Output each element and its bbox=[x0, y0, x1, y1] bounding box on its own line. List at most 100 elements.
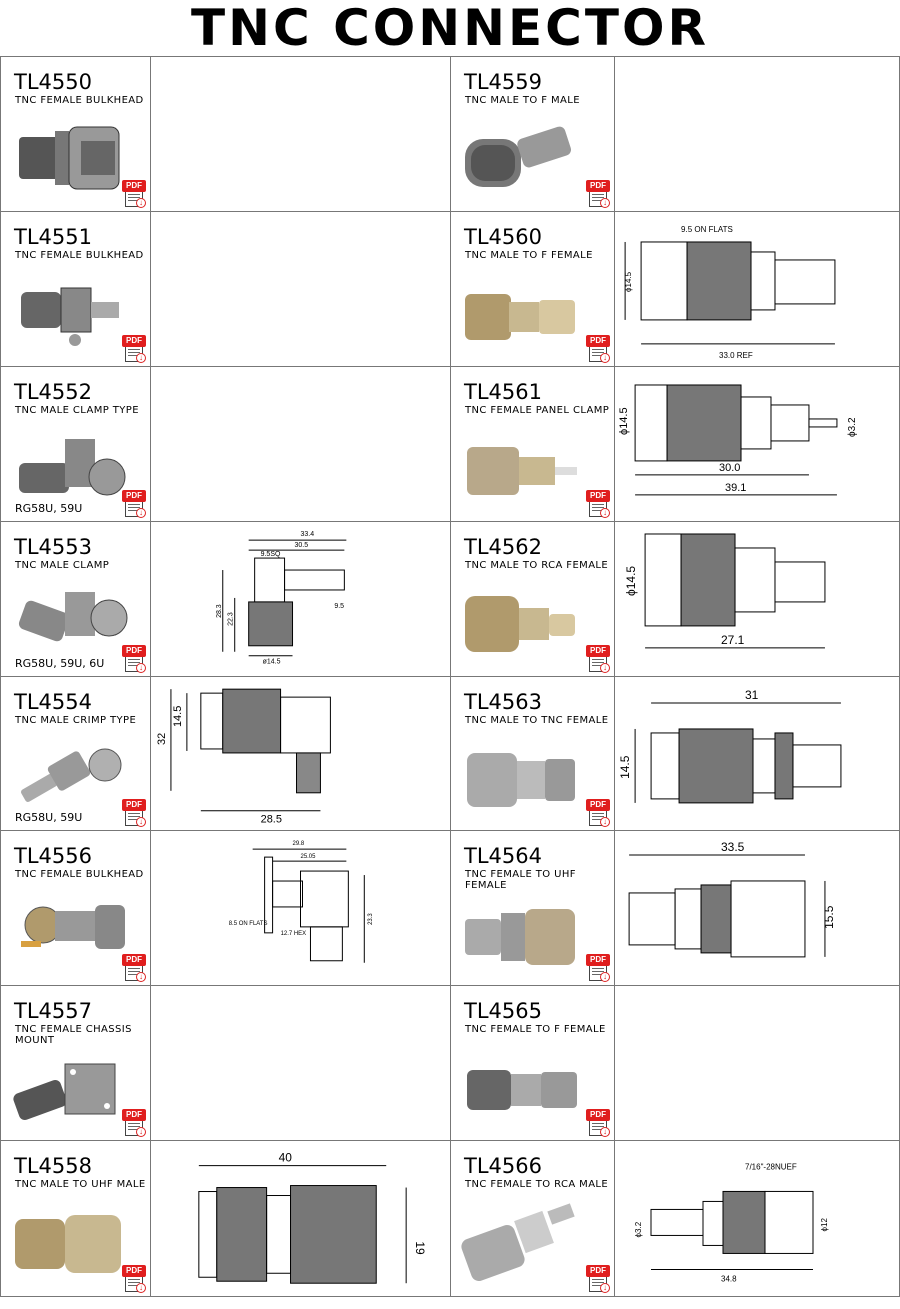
drawing-cell-tl4560: 9.5 ON FLATS ϕ14.5 33.0 REF bbox=[615, 212, 900, 367]
dim-label: 7/16"-28NUEF bbox=[745, 1163, 797, 1172]
drawing-cell-tl4563: 31 14.5 bbox=[615, 677, 900, 832]
dimension-drawing: 31 14.5 bbox=[618, 687, 842, 803]
dim-label: 39.1 bbox=[725, 482, 746, 494]
connector-photo bbox=[465, 909, 575, 966]
product-desc: TNC FEMALE TO RCA MALE bbox=[465, 1179, 609, 1191]
dim-label: 34.8 bbox=[721, 1275, 737, 1284]
dim-label: 9.5 bbox=[334, 603, 344, 610]
pdf-download-icon[interactable]: PDF↓ bbox=[586, 179, 610, 208]
product-cell-tl4556: TL4556 TNC FEMALE BULKHEAD PDF↓ bbox=[1, 831, 151, 987]
product-desc: TNC MALE CLAMP bbox=[15, 559, 110, 571]
drawing-cell-tl4553: 33.4 30.5 9.5SQ 28.3 22.3 9.5 ø14.5 bbox=[151, 521, 451, 677]
dim-label: 33.4 bbox=[301, 531, 315, 538]
connector-photo bbox=[465, 126, 572, 187]
connector-photo bbox=[467, 1070, 577, 1111]
dim-label: 25.05 bbox=[301, 854, 317, 860]
product-code: TL4560 bbox=[464, 224, 542, 249]
product-code: TL4550 bbox=[14, 70, 92, 94]
dim-label: 23.3 bbox=[368, 913, 374, 925]
pdf-download-icon[interactable]: PDF↓ bbox=[586, 489, 610, 518]
pdf-download-icon[interactable]: PDF↓ bbox=[122, 1109, 146, 1138]
dimension-drawing: ϕ14.5 27.1 bbox=[624, 533, 826, 649]
cable-type: RG58U, 59U, 6U bbox=[15, 656, 105, 670]
dim-label: 29.8 bbox=[293, 842, 305, 848]
dim-label: 28.5 bbox=[261, 813, 282, 825]
dimension-drawing: 7/16"-28NUEF ϕ3.2 ϕ12 34.8 bbox=[634, 1163, 829, 1284]
dimension-drawing: 33.4 30.5 9.5SQ 28.3 22.3 9.5 ø14.5 bbox=[216, 531, 347, 665]
pdf-download-icon[interactable]: PDF↓ bbox=[586, 799, 610, 828]
pdf-download-icon[interactable]: PDF↓ bbox=[586, 644, 610, 673]
drawing-cell-tl4566: 7/16"-28NUEF ϕ3.2 ϕ12 34.8 bbox=[615, 1141, 900, 1296]
drawing-cell-tl4565 bbox=[615, 986, 900, 1142]
dimension-drawing: 29.8 25.05 8.5 ON FLATS 12.7 HEX 23.3 bbox=[229, 842, 374, 964]
dim-label: ϕ12 bbox=[820, 1218, 829, 1232]
product-cell-tl4559: TL4559 TNC MALE TO F MALE PDF↓ bbox=[451, 57, 615, 212]
dim-label: 30.5 bbox=[295, 542, 309, 549]
product-code: TL4565 bbox=[464, 999, 542, 1024]
pdf-download-icon[interactable]: PDF↓ bbox=[122, 179, 146, 208]
product-cell-tl4552: TL4552 TNC MALE CLAMP TYPE RG58U, 59U PD… bbox=[1, 366, 151, 522]
dimension-drawing: 9.5 ON FLATS ϕ14.5 33.0 REF bbox=[624, 225, 836, 360]
drawing-cell-tl4558: 40 19 bbox=[151, 1141, 451, 1296]
dim-label: 9.5SQ bbox=[261, 551, 281, 558]
dim-label: ø14.5 bbox=[263, 658, 281, 665]
product-code: TL4566 bbox=[464, 1154, 542, 1179]
pdf-download-icon[interactable]: PDF↓ bbox=[586, 1109, 610, 1138]
connector-photo bbox=[18, 591, 128, 641]
pdf-download-icon[interactable]: PDF↓ bbox=[122, 489, 146, 518]
product-cell-tl4551: TL4551 TNC FEMALE BULKHEAD PDF↓ bbox=[1, 211, 151, 367]
dim-label: ϕ3.2 bbox=[634, 1221, 643, 1237]
product-code: TL4554 bbox=[14, 689, 92, 714]
dim-label: 19 bbox=[413, 1241, 427, 1255]
product-desc: TNC MALE CLAMP TYPE bbox=[15, 404, 139, 416]
pdf-download-icon[interactable]: PDF↓ bbox=[122, 954, 146, 983]
drawing-cell-tl4562: ϕ14.5 27.1 bbox=[615, 522, 900, 677]
product-desc: TNC MALE TO UHF MALE bbox=[15, 1179, 146, 1191]
product-code: TL4564 bbox=[464, 844, 542, 869]
pdf-download-icon[interactable]: PDF↓ bbox=[586, 954, 610, 983]
dim-label: 40 bbox=[279, 1151, 293, 1165]
product-cell-tl4561: TL4561 TNC FEMALE PANEL CLAMP PDF↓ bbox=[451, 366, 615, 522]
dim-label: 8.5 ON FLATS bbox=[229, 921, 268, 927]
pdf-download-icon[interactable]: PDF↓ bbox=[122, 644, 146, 673]
dim-label: 27.1 bbox=[721, 633, 745, 647]
dim-label: 9.5 ON FLATS bbox=[681, 225, 733, 234]
dim-label: ϕ14.5 bbox=[624, 565, 638, 595]
drawing-cell-tl4557 bbox=[151, 986, 451, 1142]
product-cell-tl4553: TL4553 TNC MALE CLAMP RG58U, 59U, 6U PDF… bbox=[1, 521, 151, 677]
pdf-download-icon[interactable]: PDF↓ bbox=[122, 334, 146, 363]
product-cell-tl4563: TL4563 TNC MALE TO TNC FEMALE PDF↓ bbox=[451, 676, 615, 832]
product-code: TL4556 bbox=[14, 844, 92, 869]
dim-label: 14.5 bbox=[172, 705, 184, 726]
product-desc: TNC MALE TO TNC FEMALE bbox=[465, 714, 609, 726]
connector-photo bbox=[13, 1063, 116, 1121]
product-cell-tl4564: TL4564 TNC FEMALE TO UHF FEMALE PDF↓ bbox=[451, 831, 615, 987]
connector-photo bbox=[21, 748, 122, 802]
dimension-drawing: ϕ14.5 ϕ3.2 30.0 39.1 bbox=[618, 384, 858, 496]
pdf-download-icon[interactable]: PDF↓ bbox=[122, 1265, 146, 1293]
drawing-cell-tl4551 bbox=[151, 211, 451, 367]
connector-photo bbox=[467, 446, 577, 495]
product-code: TL4559 bbox=[464, 70, 542, 94]
pdf-download-icon[interactable]: PDF↓ bbox=[122, 799, 146, 828]
pdf-download-icon[interactable]: PDF↓ bbox=[586, 334, 610, 363]
product-code: TL4558 bbox=[14, 1154, 92, 1179]
dimension-drawing: 32 14.5 28.5 bbox=[156, 688, 331, 825]
connector-photo bbox=[465, 293, 575, 340]
connector-photo bbox=[461, 1203, 575, 1282]
dimension-drawing: 33.5 15.5 bbox=[628, 840, 836, 958]
connector-photo bbox=[19, 438, 126, 496]
dim-label: 28.3 bbox=[216, 604, 223, 618]
pdf-download-icon[interactable]: PDF↓ bbox=[586, 1265, 610, 1293]
product-desc: TNC FEMALE PANEL CLAMP bbox=[465, 404, 610, 416]
cable-type: RG58U, 59U bbox=[15, 501, 83, 515]
product-code: TL4563 bbox=[464, 689, 542, 714]
product-desc: TNC FEMALE BULKHEAD bbox=[15, 869, 144, 881]
product-code: TL4553 bbox=[14, 534, 92, 559]
product-code: TL4557 bbox=[14, 999, 92, 1024]
connector-photo bbox=[19, 126, 120, 190]
drawing-cell-tl4564: 33.5 15.5 bbox=[615, 831, 900, 987]
product-code: TL4562 bbox=[464, 534, 542, 559]
drawing-cell-tl4550 bbox=[151, 57, 451, 212]
dim-label: 31 bbox=[745, 687, 759, 701]
